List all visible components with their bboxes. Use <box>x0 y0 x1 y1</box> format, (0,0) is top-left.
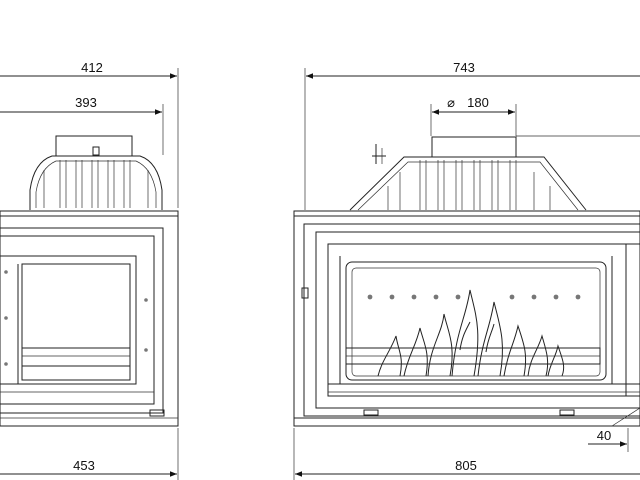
dim-412-label: 412 <box>81 60 103 75</box>
dim-743-label: 743 <box>453 60 475 75</box>
dim-805-label: 805 <box>455 458 477 473</box>
dimension-40: 40 <box>588 428 629 452</box>
diameter-symbol: ⌀ <box>447 95 455 110</box>
dim-453-label: 453 <box>73 458 95 473</box>
dimension-flue: ⌀ 180 <box>430 95 640 137</box>
flames <box>377 289 565 377</box>
front-body <box>293 210 640 427</box>
dimension-743: 743 <box>304 60 640 210</box>
side-body <box>0 210 179 427</box>
dim-flue-label: 180 <box>467 95 489 110</box>
dim-393-label: 393 <box>75 95 97 110</box>
dim-40-label: 40 <box>597 428 611 443</box>
dimension-412: 412 <box>0 60 179 208</box>
front-hood <box>349 136 587 211</box>
front-view: 743 ⌀ 180 <box>293 60 640 480</box>
side-view: 412 393 <box>0 60 179 480</box>
vent-holes <box>367 294 581 300</box>
dimension-393: 393 <box>0 95 164 155</box>
dimension-453: 453 <box>0 428 179 480</box>
dimension-805: 805 <box>293 428 640 480</box>
side-hood <box>29 135 163 210</box>
